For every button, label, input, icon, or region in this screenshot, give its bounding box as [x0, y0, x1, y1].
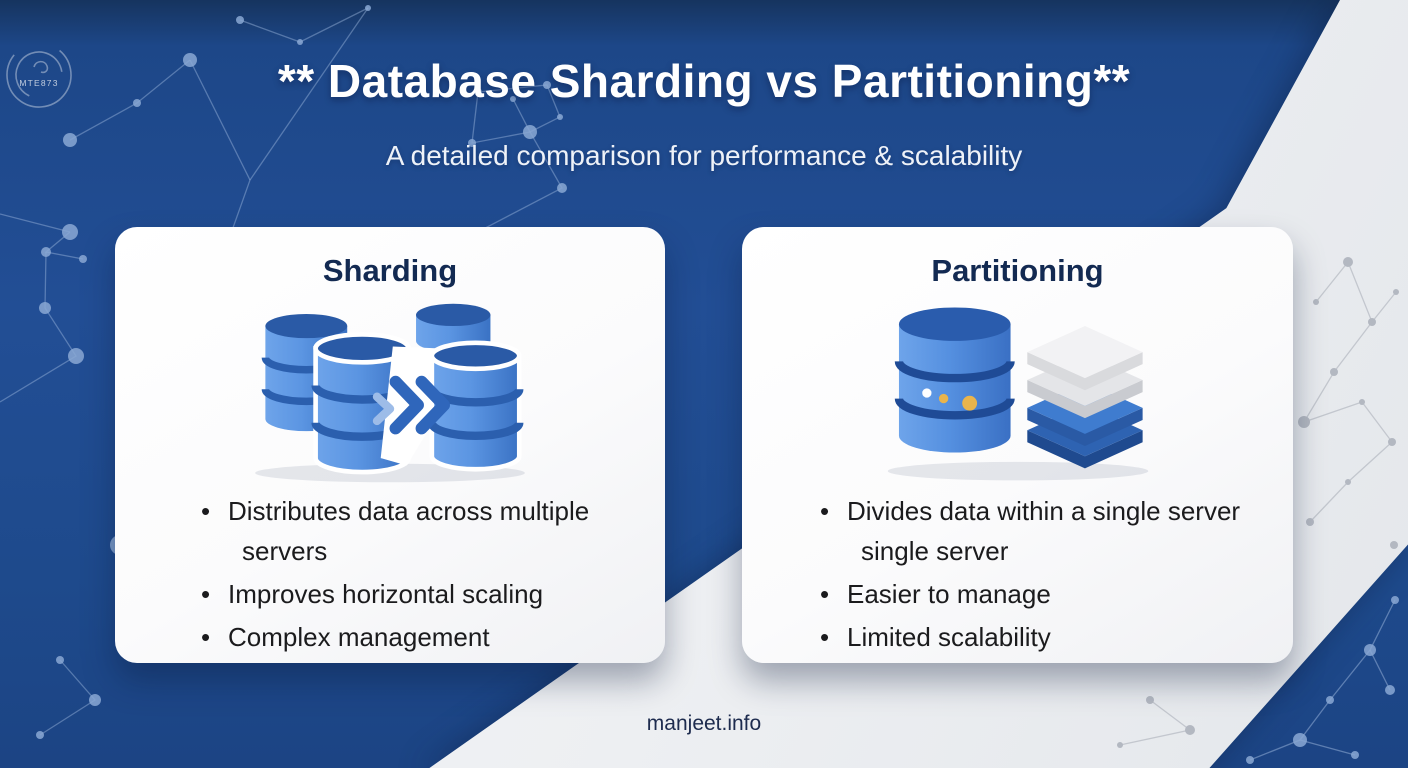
bullet-dot: • — [201, 496, 211, 526]
card-sharding: Sharding — [115, 227, 665, 663]
double-chevron-arrow-icon — [372, 375, 450, 435]
logo-text: MTE873 — [19, 78, 58, 88]
card-partitioning: Partitioning — [742, 227, 1293, 663]
bullet-item: • Improves horizontal scaling — [201, 574, 641, 614]
bullet-dot: • — [201, 622, 211, 652]
bullet-dot: • — [820, 579, 830, 609]
page-title: ** Database Sharding vs Partitioning** — [277, 55, 1131, 107]
partition-layers-stack — [1026, 326, 1143, 469]
bullet-dot: • — [820, 496, 830, 526]
brand-logo: MTE873 — [6, 42, 72, 108]
indicator-dot-white — [921, 388, 932, 398]
indicator-dot-yellow-large — [961, 395, 977, 411]
logo-swirl-icon — [33, 60, 49, 74]
database-partition-layers-icon — [887, 307, 1148, 481]
sharding-illustration — [115, 301, 665, 485]
card-sharding-title: Sharding — [322, 253, 458, 288]
multiple-databases-icon — [255, 303, 525, 483]
bullet-item: • Complex management — [201, 617, 641, 657]
bullet-item: • Limited scalability — [820, 617, 1269, 657]
bullet-item: • Easier to manage — [820, 574, 1269, 614]
bullet-dot: • — [820, 622, 830, 652]
card-partitioning-title: Partitioning — [931, 253, 1104, 288]
page-subtitle: A detailed comparison for performance & … — [385, 140, 1023, 171]
footer-site-name: manjeet.info — [646, 712, 762, 735]
partitioning-illustration — [742, 301, 1293, 485]
bullet-dot: • — [201, 579, 211, 609]
indicator-dot-yellow-small — [938, 393, 948, 404]
